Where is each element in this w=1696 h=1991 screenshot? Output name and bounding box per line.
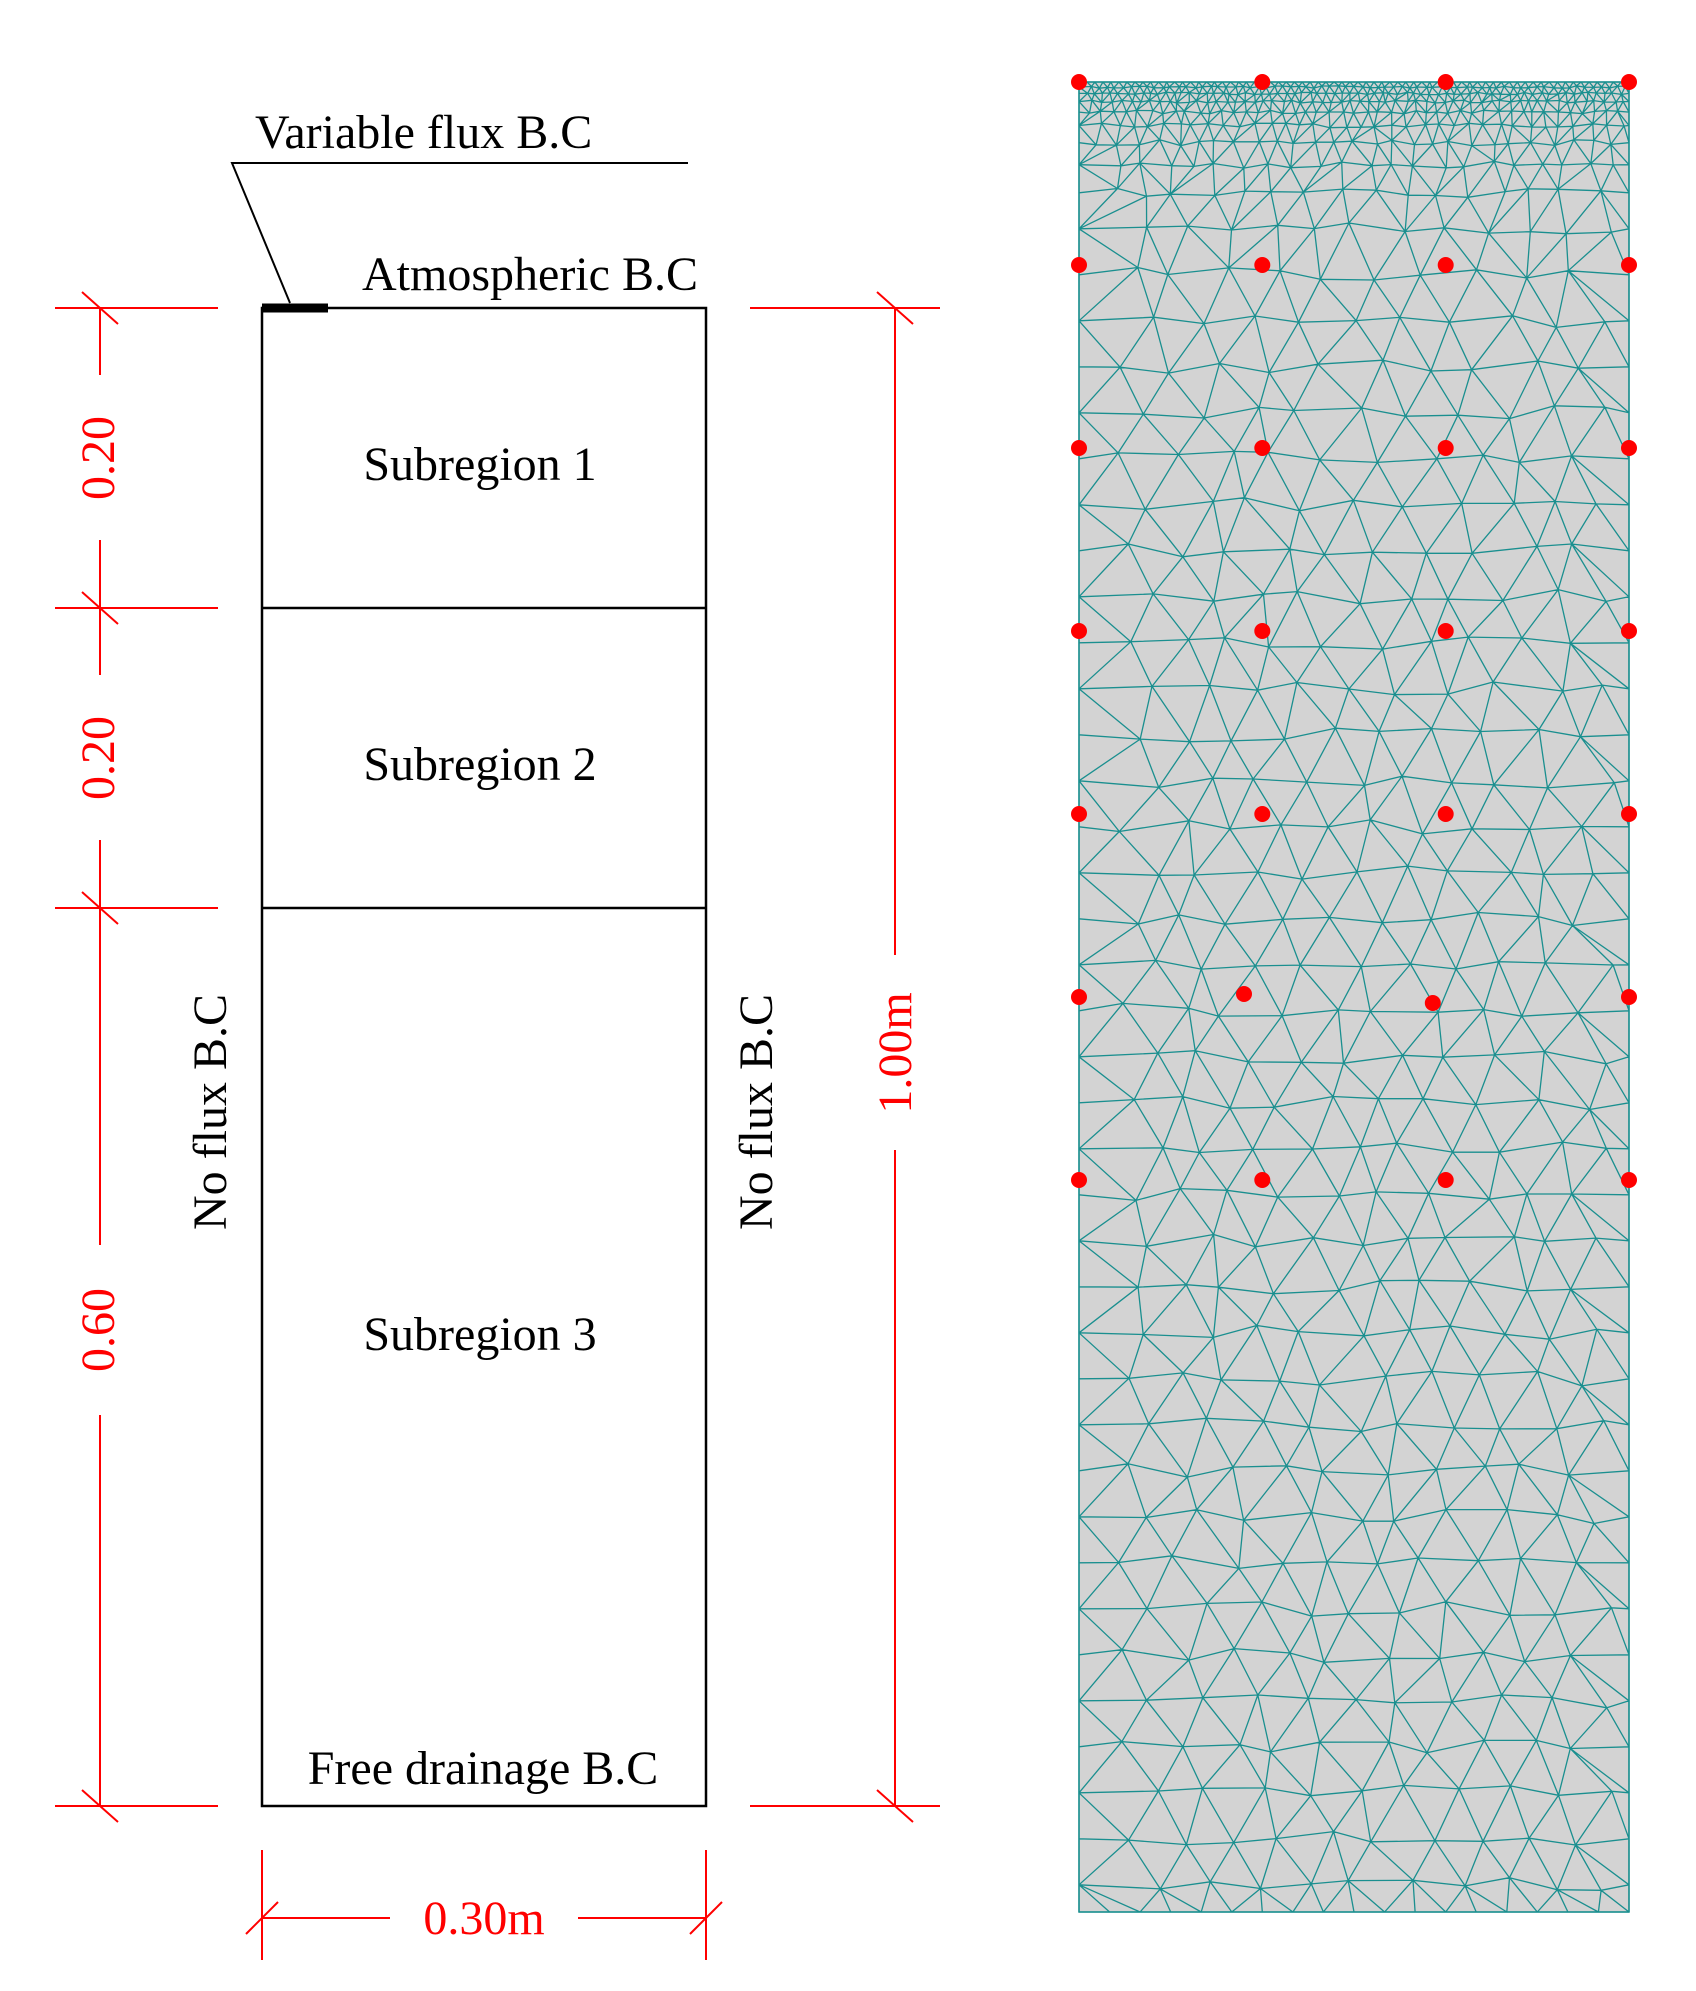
monitoring-point: [1437, 74, 1454, 90]
monitoring-point: [1071, 623, 1087, 639]
monitoring-points: [1071, 74, 1637, 1188]
variable-flux-label: Variable flux B.C: [255, 106, 592, 159]
monitoring-point: [1071, 257, 1087, 273]
monitoring-point: [1621, 806, 1637, 822]
monitoring-point: [1437, 1172, 1454, 1188]
subregion-1-label: Subregion 1: [363, 438, 596, 491]
monitoring-point: [1254, 74, 1271, 90]
no-flux-right-label: No flux B.C: [730, 994, 783, 1230]
free-drainage-label: Free drainage B.C: [308, 1742, 659, 1795]
dimension-layer-1: 0.20: [72, 416, 125, 500]
monitoring-point: [1071, 1172, 1087, 1188]
dimension-width: 0.30m: [423, 1892, 544, 1945]
monitoring-point: [1254, 806, 1271, 822]
monitoring-point: [1437, 806, 1454, 822]
subregion-3-label: Subregion 3: [363, 1308, 596, 1361]
no-flux-left-label: No flux B.C: [184, 994, 237, 1230]
mesh-panel: [1071, 74, 1637, 1913]
right-dimension: [750, 291, 940, 1823]
monitoring-point: [1071, 74, 1087, 90]
left-dimension-chain: [55, 291, 218, 1823]
soil-column-outline: [260, 306, 708, 1808]
subregion-2-label: Subregion 2: [363, 738, 596, 791]
monitoring-point: [1254, 1172, 1271, 1188]
monitoring-point: [1424, 995, 1441, 1011]
monitoring-point: [1621, 1172, 1637, 1188]
monitoring-point: [1437, 257, 1454, 273]
monitoring-point: [1621, 257, 1637, 273]
monitoring-point: [1437, 440, 1454, 456]
monitoring-point: [1621, 74, 1637, 90]
monitoring-point: [1254, 623, 1271, 639]
schematic-panel: Variable flux B.C Atmospheric B.C Subreg…: [55, 106, 940, 1960]
monitoring-point: [1621, 989, 1637, 1005]
bottom-dimension: [245, 1850, 723, 1960]
monitoring-point: [1071, 806, 1087, 822]
dimension-total-height: 1.00m: [869, 992, 922, 1113]
monitoring-point: [1254, 257, 1271, 273]
variable-flux-leader: [230, 162, 688, 304]
monitoring-point: [1621, 623, 1637, 639]
monitoring-point: [1621, 440, 1637, 456]
monitoring-point: [1071, 989, 1087, 1005]
monitoring-point: [1437, 623, 1454, 639]
dimension-layer-3: 0.60: [72, 1288, 125, 1372]
mesh-domain: [1079, 82, 1629, 1912]
monitoring-point: [1071, 440, 1087, 456]
monitoring-point: [1254, 440, 1271, 456]
atmospheric-label: Atmospheric B.C: [362, 248, 698, 301]
dimension-layer-2: 0.20: [72, 716, 125, 800]
monitoring-point: [1236, 986, 1252, 1002]
